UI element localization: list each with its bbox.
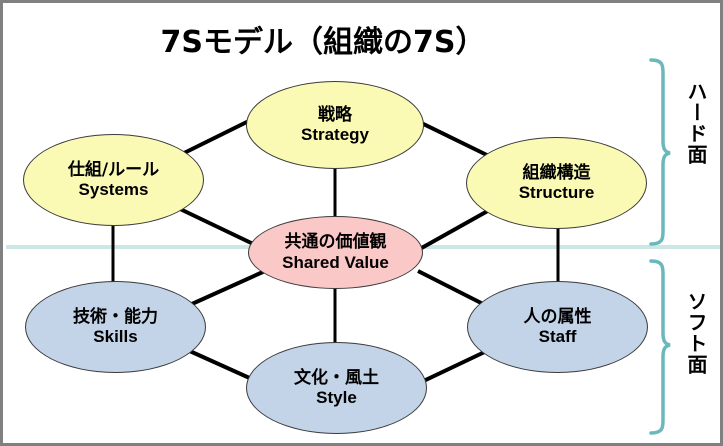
node-systems-label-jp: 仕組/ルール [67, 159, 160, 180]
node-skills-label-en: Skills [93, 327, 138, 346]
node-staff-label-en: Staff [538, 327, 577, 346]
node-systems[interactable]: 仕組/ルール Systems [23, 134, 204, 226]
node-skills[interactable]: 技術・能力 Skills [25, 281, 206, 373]
node-style[interactable]: 文化・風土 Style [246, 342, 427, 434]
node-strategy[interactable]: 戦略 Strategy [246, 81, 424, 169]
node-staff-label-jp: 人の属性 [523, 306, 592, 327]
node-structure[interactable]: 組織構造 Structure [466, 137, 647, 229]
node-shared-value-label-jp: 共通の価値観 [284, 232, 387, 253]
connector-structure-sharedvalue [417, 206, 494, 252]
hard-brace [649, 58, 671, 246]
node-style-label-jp: 文化・風土 [294, 367, 379, 388]
soft-brace [649, 259, 671, 435]
node-skills-label-jp: 技術・能力 [73, 306, 158, 327]
node-structure-label-jp: 組織構造 [522, 162, 591, 183]
side-label-hard: ハード面 [684, 81, 708, 165]
connector-staff-sharedvalue [417, 269, 492, 310]
node-systems-label-en: Systems [78, 180, 149, 199]
node-shared-value-label-en: Shared Value [282, 252, 389, 272]
connector-skills-sharedvalue [182, 269, 266, 310]
node-strategy-label-en: Strategy [300, 125, 370, 144]
page-title: 7Sモデル（組織の7S） [160, 25, 486, 60]
connector-style-staff [412, 346, 494, 388]
side-label-soft: ソフト面 [684, 291, 708, 375]
node-structure-label-en: Structure [518, 183, 595, 202]
node-style-label-en: Style [316, 388, 357, 407]
node-staff[interactable]: 人の属性 Staff [467, 281, 648, 373]
node-strategy-label-jp: 戦略 [318, 104, 352, 125]
node-shared-value[interactable]: 共通の価値観 Shared Value [248, 216, 423, 289]
